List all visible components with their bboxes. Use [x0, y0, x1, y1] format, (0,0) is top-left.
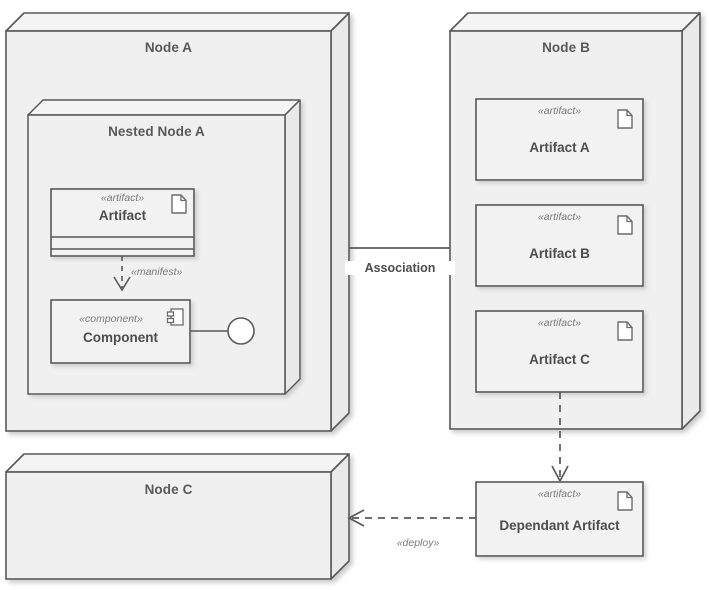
artifact-c-box [475, 310, 644, 393]
dependant-artifact-shape[interactable] [475, 481, 644, 557]
node-b-top-face [449, 12, 701, 32]
artifact-a-box [475, 98, 644, 181]
deploy-connector[interactable] [347, 509, 476, 527]
document-icon [617, 215, 633, 235]
deploy-arrowhead [347, 509, 365, 527]
document-icon [617, 491, 633, 511]
provided-interface-lollipop[interactable] [190, 317, 255, 345]
component-box [50, 299, 191, 364]
artifact-box [50, 188, 195, 257]
node-c-front-face [5, 471, 332, 580]
node-c-top-face [5, 453, 350, 473]
manifest-arrowhead [113, 276, 131, 292]
artifact-c-shape[interactable] [475, 310, 644, 393]
artifact-c-dependency-connector[interactable] [551, 392, 569, 483]
document-icon [171, 194, 187, 214]
component-shape[interactable] [50, 299, 191, 364]
artifact-c-dependency-arrowhead [551, 465, 569, 483]
dependant-artifact-box [475, 481, 644, 557]
nested-node-a-top-face [27, 99, 301, 116]
node-c-side-face [330, 453, 350, 580]
artifact-b-box [475, 204, 644, 287]
artifact-b-shape[interactable] [475, 204, 644, 287]
node-a-top-face [5, 12, 350, 32]
document-icon [617, 109, 633, 129]
node-b-side-face [681, 12, 701, 430]
node-c-shape[interactable] [5, 453, 350, 580]
node-a-side-face [330, 12, 350, 432]
lollipop-circle [227, 317, 255, 345]
document-icon [617, 321, 633, 341]
component-icon [166, 308, 184, 326]
nested-node-a-side-face [284, 99, 301, 395]
manifest-connector[interactable] [113, 256, 131, 292]
artifact-a-shape[interactable] [475, 98, 644, 181]
artifact-shape[interactable] [50, 188, 195, 257]
